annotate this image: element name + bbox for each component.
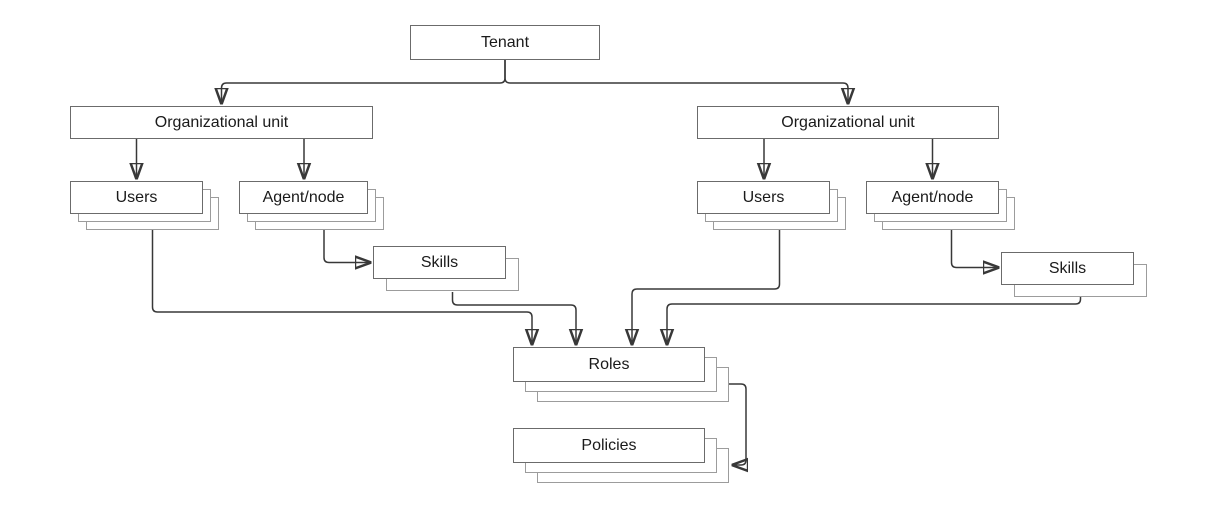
skills-box: Skills (373, 246, 506, 279)
edge-roles-policies (729, 383, 746, 465)
users-box: Users (70, 181, 203, 214)
node-label: Skills (1048, 259, 1087, 277)
node-label: Skills (420, 253, 459, 271)
tenant-box: Tenant (410, 25, 600, 60)
node-tenant: Tenant (410, 25, 600, 60)
edge-tenant-ou-left (222, 60, 506, 102)
node-label: Agent/node (262, 188, 345, 206)
node-roles: Roles (513, 347, 729, 402)
roles-box: Roles (513, 347, 705, 382)
node-label: Agent/node (891, 188, 974, 206)
node-organizational-unit-left: Organizational unit (70, 106, 373, 139)
node-label: Organizational unit (781, 113, 915, 131)
node-agent-node-left: Agent/node (239, 181, 384, 230)
node-label: Users (115, 188, 158, 206)
policies-box: Policies (513, 428, 705, 463)
node-users-left: Users (70, 181, 219, 230)
node-label: Users (742, 188, 785, 206)
node-agent-node-right: Agent/node (866, 181, 1015, 230)
edge-skills-right-roles (667, 297, 1082, 343)
edge-skills-left-roles (451, 292, 577, 343)
edge-agent-right-skills-right (950, 230, 998, 268)
edge-tenant-ou-right (504, 60, 848, 102)
skills-box: Skills (1001, 252, 1134, 285)
node-skills-right: Skills (1001, 252, 1147, 297)
node-label: Policies (581, 436, 637, 454)
node-users-right: Users (697, 181, 846, 230)
agent-node-box: Agent/node (239, 181, 368, 214)
node-organizational-unit-right: Organizational unit (697, 106, 999, 139)
node-policies: Policies (513, 428, 729, 483)
node-skills-left: Skills (373, 246, 519, 291)
edge-users-right-roles (632, 230, 781, 343)
node-label: Roles (588, 355, 630, 373)
organizational-unit-box: Organizational unit (697, 106, 999, 139)
organizational-unit-box: Organizational unit (70, 106, 373, 139)
node-label: Organizational unit (154, 113, 289, 131)
users-box: Users (697, 181, 830, 214)
node-label: Tenant (480, 33, 530, 51)
edge-agent-left-skills-left (323, 230, 369, 263)
agent-node-box: Agent/node (866, 181, 999, 214)
